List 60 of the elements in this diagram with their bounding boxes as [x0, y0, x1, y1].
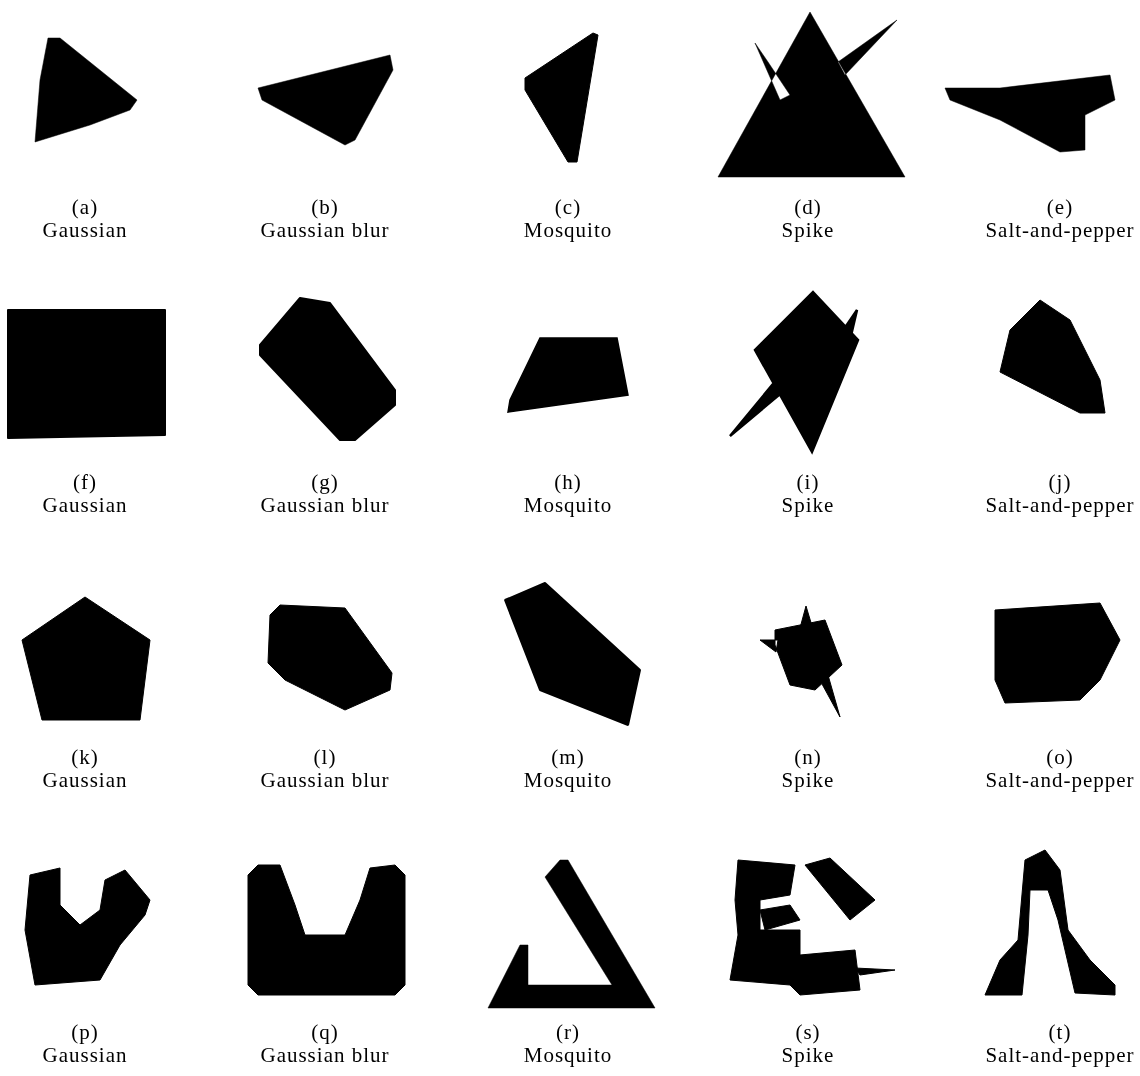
- panel-caption: Salt-and-pepper: [985, 768, 1135, 792]
- panel-caption: Spike: [781, 218, 835, 242]
- panel-letter: (k): [71, 745, 99, 769]
- polygon-silhouette: [984, 849, 1116, 996]
- triangle-silhouette: [717, 11, 906, 178]
- panel-caption: Gaussian blur: [260, 493, 390, 517]
- panel-caption: Mosquito: [523, 493, 613, 517]
- panel-caption: Mosquito: [523, 218, 613, 242]
- panel-caption: Mosquito: [523, 768, 613, 792]
- panel-letter: (g): [311, 470, 339, 494]
- panel-letter: (p): [71, 1020, 99, 1044]
- panel-letter: (j): [1048, 470, 1072, 494]
- polygon-silhouette: [24, 867, 151, 986]
- polygon-silhouette: [999, 299, 1106, 414]
- panel-caption: Gaussian blur: [260, 768, 390, 792]
- box-silhouette: [7, 309, 166, 439]
- panel-caption: Gaussian: [42, 768, 128, 792]
- panel-caption: Gaussian: [42, 218, 128, 242]
- polygon-silhouette: [267, 604, 393, 711]
- panel-letter: (i): [796, 470, 820, 494]
- panel-letter: (r): [556, 1020, 580, 1044]
- panel-letter: (f): [73, 470, 97, 494]
- triangle-silhouette: [34, 37, 138, 143]
- panel-caption: Gaussian: [42, 493, 128, 517]
- diamond-silhouette: [728, 290, 860, 455]
- panel-caption: Salt-and-pepper: [985, 1043, 1135, 1067]
- polygon-silhouette: [729, 857, 896, 996]
- panel-caption: Salt-and-pepper: [985, 493, 1135, 517]
- panel-caption: Salt-and-pepper: [985, 218, 1135, 242]
- panel-letter: (b): [311, 195, 339, 219]
- panel-letter: (l): [313, 745, 337, 769]
- panel-caption: Spike: [781, 768, 835, 792]
- panel-caption: Gaussian blur: [260, 1043, 390, 1067]
- panel-caption: Spike: [781, 493, 835, 517]
- panel-letter: (q): [311, 1020, 339, 1044]
- panel-caption: Gaussian: [42, 1043, 128, 1067]
- panel-letter: (m): [551, 745, 585, 769]
- trapezoid-silhouette: [507, 337, 629, 413]
- polygon-silhouette: [994, 602, 1121, 704]
- hexagon-silhouette: [504, 582, 641, 726]
- pentagon-silhouette: [21, 596, 151, 721]
- panel-letter: (n): [794, 745, 822, 769]
- panel-letter: (a): [71, 195, 99, 219]
- panel-letter: (t): [1048, 1020, 1072, 1044]
- triangle-silhouette: [487, 859, 656, 1009]
- box-silhouette: [259, 297, 396, 441]
- triangle-silhouette: [944, 74, 1116, 153]
- panel-letter: (e): [1046, 195, 1074, 219]
- polygon-silhouette: [247, 864, 406, 996]
- panel-caption: Spike: [781, 1043, 835, 1067]
- polygon-silhouette: [524, 32, 599, 163]
- pentagon-silhouette: [759, 605, 843, 718]
- panel-letter: (s): [795, 1020, 821, 1044]
- panel-caption: Gaussian blur: [260, 218, 390, 242]
- triangle-silhouette: [257, 54, 394, 146]
- panel-letter: (d): [794, 195, 822, 219]
- panel-caption: Mosquito: [523, 1043, 613, 1067]
- panel-letter: (c): [554, 195, 582, 219]
- panel-letter: (h): [554, 470, 582, 494]
- panel-letter: (o): [1046, 745, 1074, 769]
